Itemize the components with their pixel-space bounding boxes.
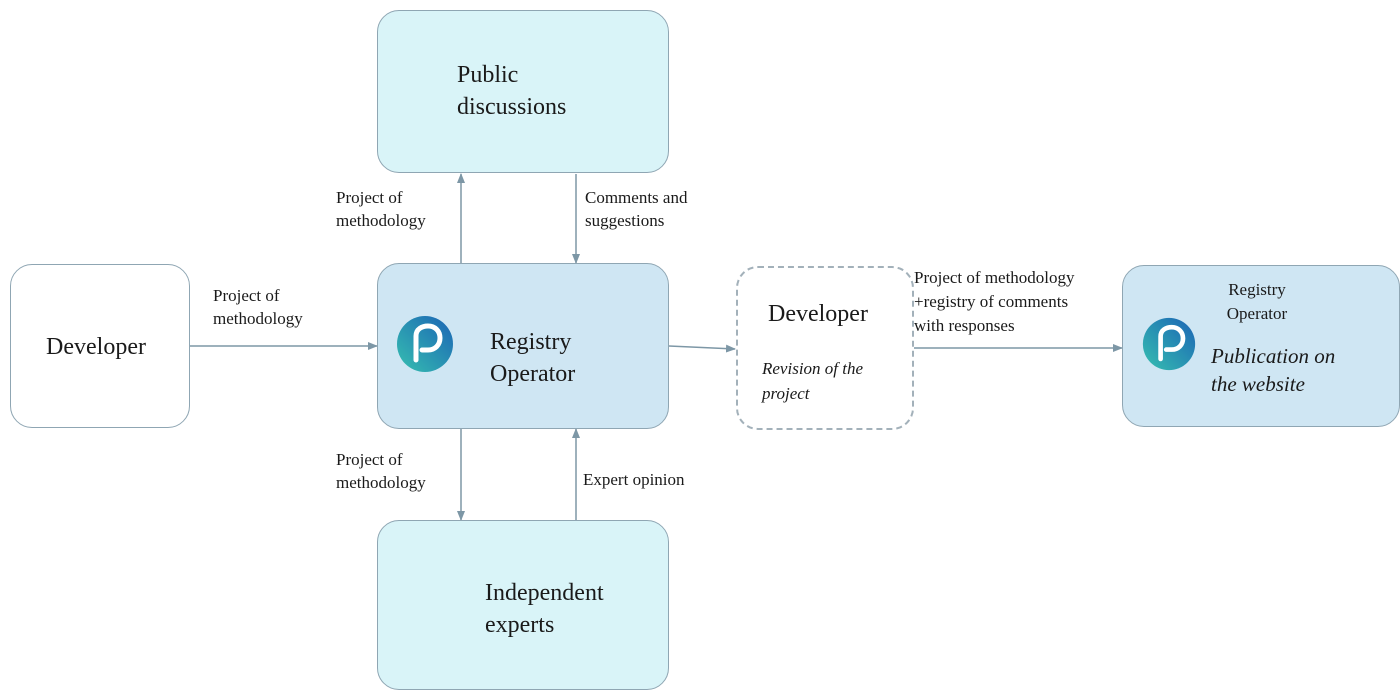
developer-revision-sub1: Revision of the [762, 359, 864, 378]
arrow-operator-to-revision [668, 344, 736, 353]
edge-label-dev-to-operator-line2: methodology [213, 309, 303, 328]
edge-label-dev-to-operator-line1: Project of [213, 286, 280, 305]
registry-operator-line1: Registry [490, 329, 572, 355]
developer-revision-title: Developer [768, 301, 868, 327]
independent-experts-line1: Independent [485, 580, 604, 606]
node-developer-revision: Developer Revision of the project [736, 266, 914, 430]
independent-experts-line2: experts [485, 612, 555, 638]
edge-label-to-public-line2: methodology [336, 211, 426, 230]
public-discussions-line1: Public [457, 62, 519, 88]
public-discussions-line2: discussions [457, 94, 567, 120]
registry-operator-line2: Operator [490, 361, 576, 387]
edge-label-to-experts-line1: Project of [336, 450, 403, 469]
edge-label-to-experts-line2: methodology [336, 473, 426, 492]
edge-label-to-publication-line3: with responses [914, 316, 1015, 335]
node-registry-publication: Registry Operator Publication on the web… [1122, 265, 1400, 427]
node-independent-experts: Independent experts [377, 520, 669, 690]
edge-label-from-public-line2: suggestions [585, 211, 665, 230]
registry-publication-title2: Operator [1226, 304, 1288, 323]
registry-publication-sub2: the website [1211, 372, 1305, 396]
registry-publication-title1: Registry [1228, 280, 1286, 299]
edge-label-from-public-line1: Comments and [585, 188, 688, 207]
registry-publication-logo-icon [1142, 317, 1196, 371]
node-public-discussions: Public discussions [377, 10, 669, 173]
edge-label-to-public-line1: Project of [336, 188, 403, 207]
edge-label-to-publication-line2: +registry of comments [914, 292, 1069, 311]
developer-label: Developer [46, 334, 146, 360]
node-developer: Developer [10, 264, 190, 428]
registry-logo-icon [397, 316, 453, 372]
developer-revision-sub2: project [762, 384, 810, 403]
registry-publication-sub1: Publication on [1211, 344, 1336, 368]
node-registry-operator: Registry Operator [377, 263, 669, 429]
edge-label-from-experts: Expert opinion [583, 470, 685, 489]
edge-label-to-publication-line1: Project of methodology [914, 268, 1075, 287]
